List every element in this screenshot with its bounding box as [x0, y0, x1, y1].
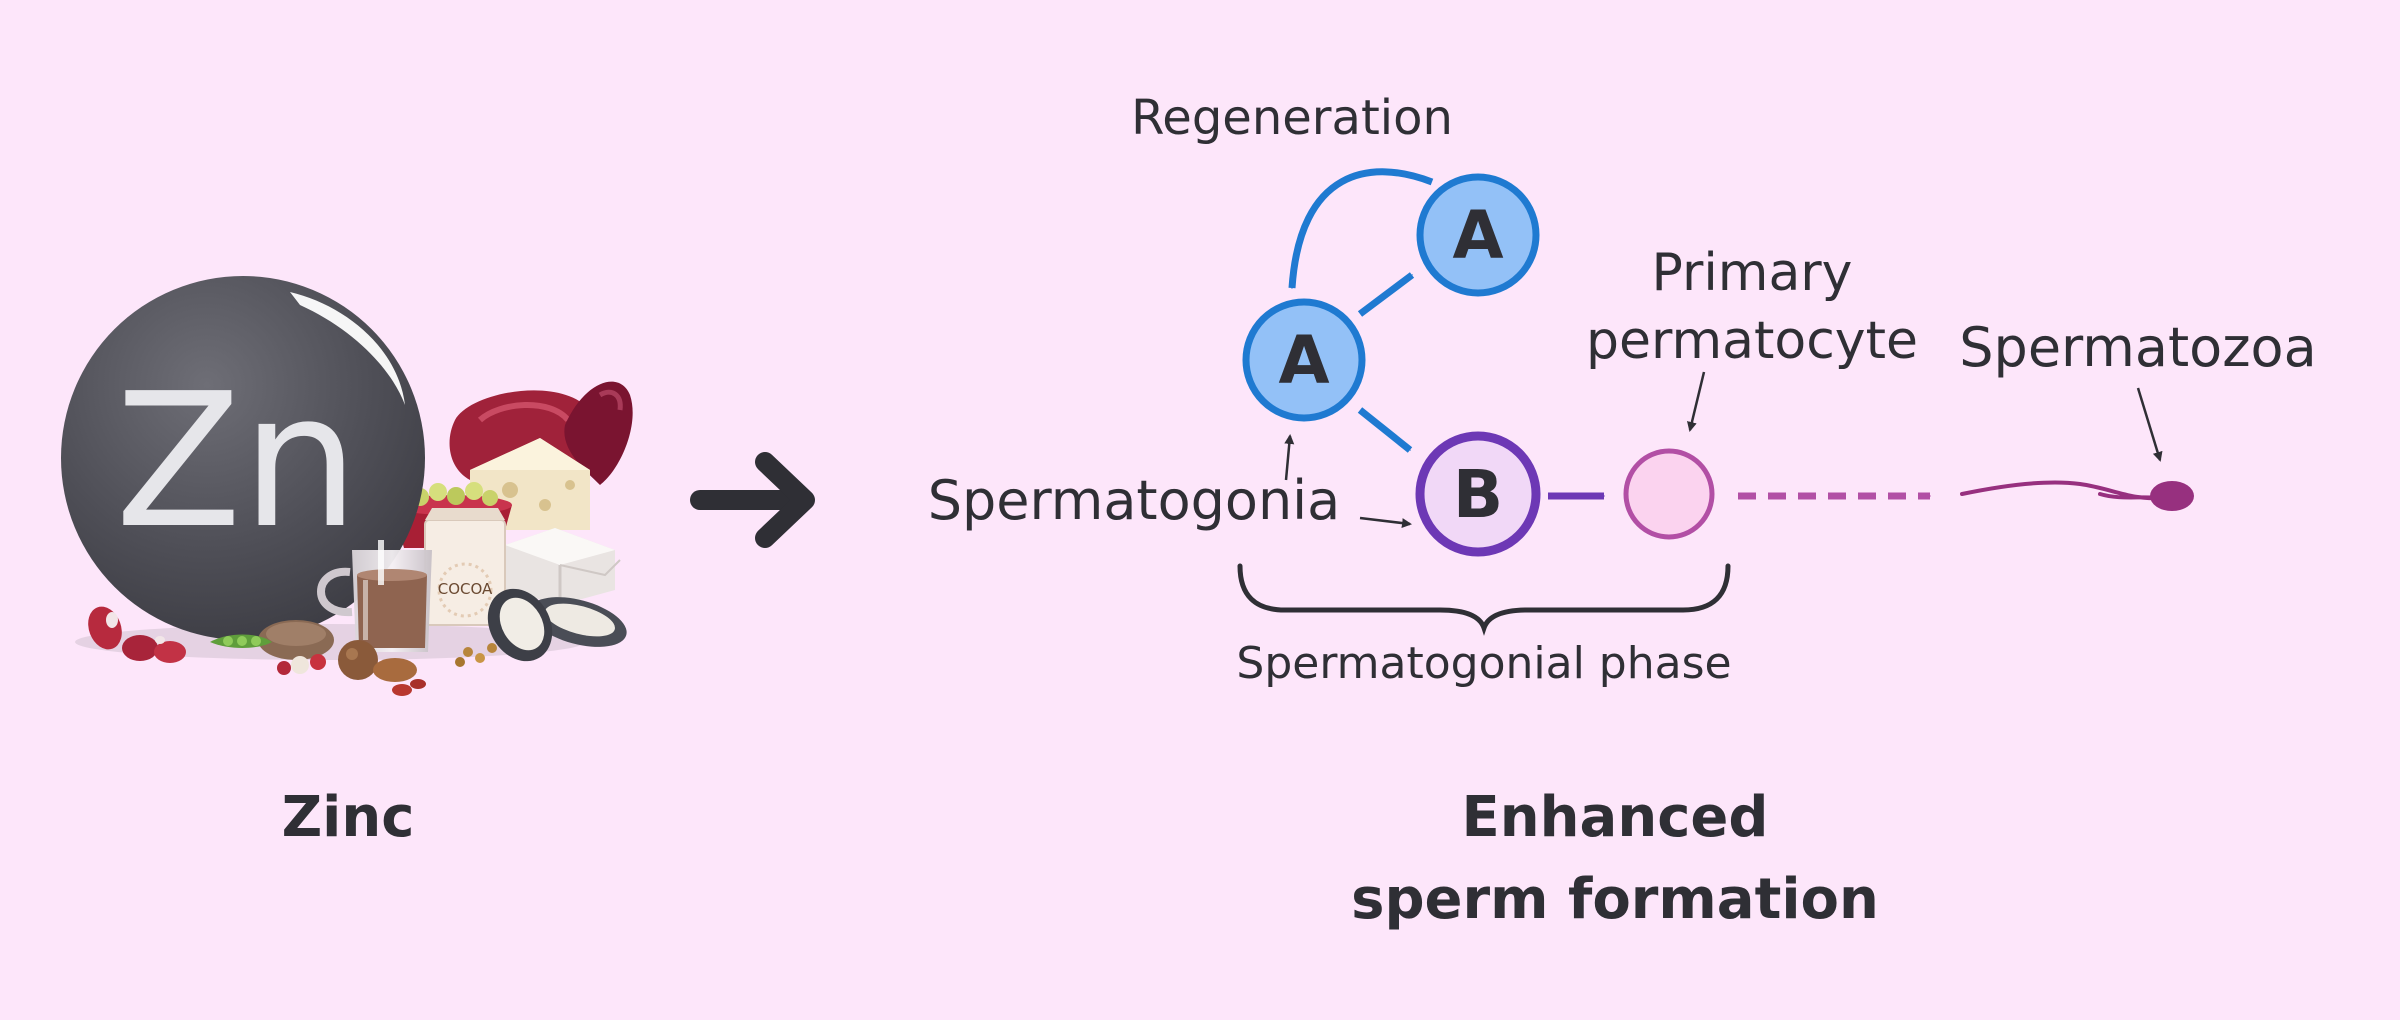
cell-a-lower: A — [1242, 298, 1366, 422]
mug-icon — [317, 540, 432, 652]
nuts-icon — [338, 640, 497, 696]
primary-spermatocyte — [1623, 448, 1715, 540]
cell-b-label: B — [1453, 456, 1503, 533]
cocoa-label: COCOA — [438, 580, 493, 598]
cell-a-lower-label: A — [1278, 322, 1329, 399]
result-caption-line2: sperm formation — [1351, 867, 1879, 932]
primary-label-line1: Primary — [1652, 243, 1853, 303]
tofu-icon — [505, 528, 621, 605]
cocoa-bag-icon: COCOA — [424, 508, 506, 626]
red-beans-icon — [88, 606, 186, 663]
cell-a-upper-label: A — [1452, 197, 1503, 274]
a-to-a-arrow — [1357, 272, 1415, 317]
cell-b: B — [1415, 431, 1541, 557]
zn-symbol: Zn — [115, 353, 359, 569]
oyster-icon — [487, 588, 627, 662]
spermatozoa-pointer — [2136, 387, 2163, 462]
zinc-caption: Zinc — [282, 785, 415, 850]
spermatogonia-pointer-right — [1359, 516, 1412, 529]
grains-icon — [210, 620, 334, 675]
spermatogonia-pointer-up — [1284, 434, 1295, 481]
zinc-sphere: Zn — [61, 276, 425, 640]
a-to-b-arrow — [1357, 407, 1413, 453]
zinc-food-illustration: COCOA Zn — [61, 276, 633, 696]
sperm-icon — [1960, 480, 2194, 511]
phase-label: Spermatogonial phase — [1236, 638, 1731, 689]
primary-label-line2: permatocyte — [1586, 311, 1918, 371]
spermatogonia-label: Spermatogonia — [928, 469, 1341, 532]
regeneration-label: Regeneration — [1131, 90, 1453, 146]
result-caption-line1: Enhanced — [1462, 785, 1769, 850]
spermatozoa-label: Spermatozoa — [1959, 316, 2316, 379]
primary-pointer — [1687, 371, 1706, 432]
phase-brace — [1237, 563, 1731, 636]
right-arrow-icon — [690, 452, 815, 548]
regeneration-arrow — [1288, 168, 1434, 290]
cell-a-upper: A — [1416, 173, 1540, 297]
